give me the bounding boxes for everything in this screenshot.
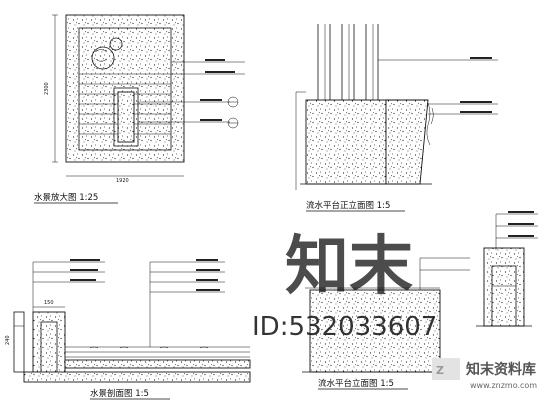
title-bottom-left: 水景剖面图 1:5 (90, 388, 149, 399)
title-top-left: 水景放大图 1:25 (34, 192, 98, 203)
leader-lines (138, 61, 245, 123)
bottom-left-section: 240 150 水景剖面图 1:5 (5, 259, 251, 400)
brand-logo-mark (432, 358, 460, 380)
boulder-large (91, 46, 115, 70)
boulder-small (109, 37, 123, 51)
sloped-block (385, 99, 429, 185)
dim-b: 240 (5, 335, 11, 345)
brand-url: www.znzmo.com (470, 381, 537, 390)
leader-lines (495, 213, 538, 250)
water-layers (65, 346, 250, 358)
platform-block (309, 289, 441, 373)
dim-a: 150 (44, 300, 54, 306)
title-bottom-center: 流水平台立面图 1:5 (318, 378, 394, 389)
top-right-elevation: 流水平台正立面图 1:5 (295, 24, 498, 212)
section-wall (32, 311, 66, 379)
watermark-id: ID:532033607 (252, 312, 437, 342)
trough-gravel (117, 91, 135, 143)
dim-height: 2300 (44, 82, 50, 95)
leader-lines (32, 261, 225, 347)
brand-logo-glyph: Z (436, 364, 444, 377)
bottom-right-section (476, 211, 538, 327)
planter-inner (78, 27, 172, 151)
dim-width: 1920 (116, 178, 129, 184)
water-trough (113, 87, 139, 147)
slab-layer (64, 359, 251, 369)
base-block (305, 99, 387, 185)
leader-lines (419, 257, 470, 290)
water-flow (426, 102, 431, 146)
narrow-column (483, 247, 525, 327)
bottom-center-elevation: 流水平台立面图 1:5 (302, 257, 470, 390)
base-layer (23, 371, 251, 383)
brand-name: 知末资料库 (466, 361, 536, 378)
top-left-plan: 2300 1920 水景放大图 1:25 (34, 14, 245, 204)
watermark: 知末 ID:532033607 Z 知末资料库 www.znzmo.com (252, 230, 537, 390)
vertical-poles (317, 24, 379, 100)
title-top-right: 流水平台正立面图 1:5 (306, 200, 390, 211)
leader-lines (378, 59, 498, 115)
watermark-logo: 知末 (285, 230, 413, 304)
